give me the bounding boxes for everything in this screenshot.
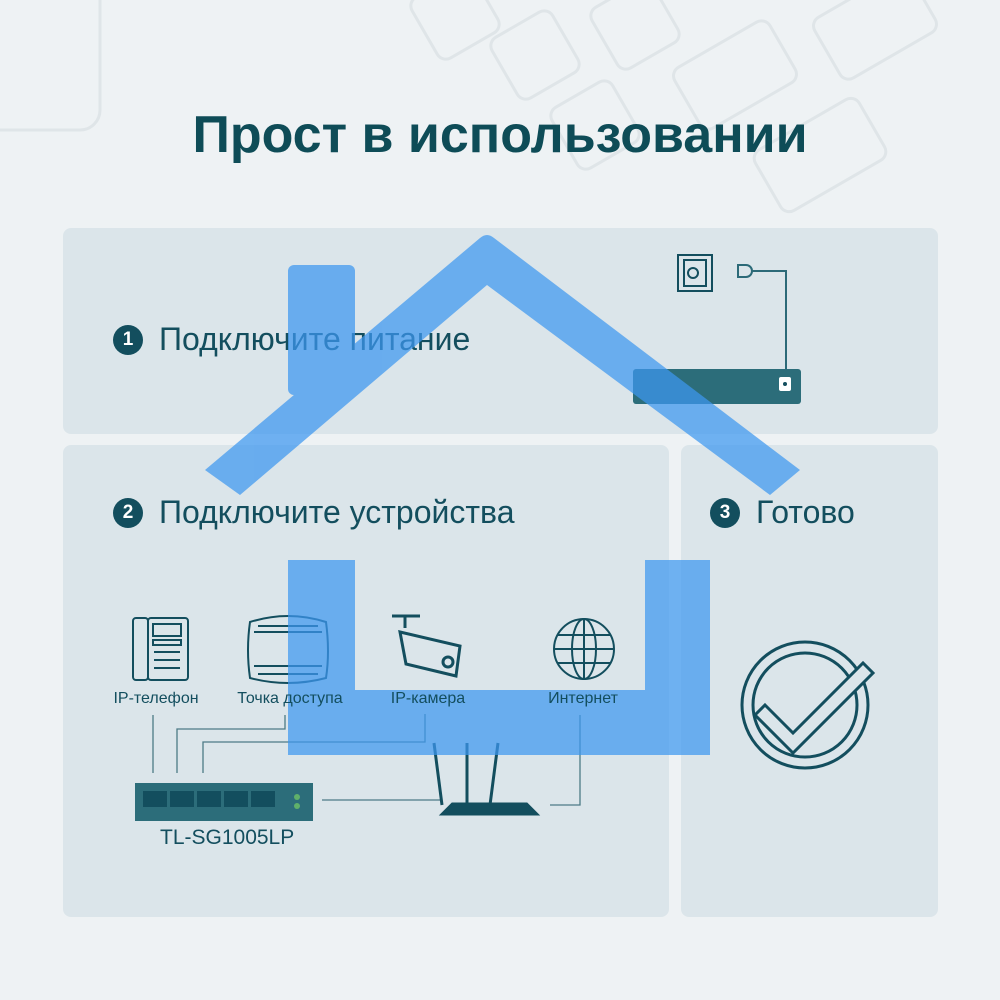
device-label-access-point: Точка доступа [237, 690, 343, 707]
step-number: 1 [113, 324, 143, 355]
step-3: 3 Готово [710, 494, 855, 531]
switch-model-label: TL-SG1005LP [160, 826, 295, 849]
access-point-icon [247, 615, 329, 684]
page-title: Прост в использовании [192, 106, 808, 164]
power-plug-icon [737, 264, 787, 371]
device-label-internet: Интернет [548, 690, 618, 707]
device-label-ip-camera: IP-камера [390, 690, 466, 707]
poe-switch-icon [135, 783, 313, 821]
router-icon [432, 742, 541, 816]
step-number: 2 [113, 497, 143, 528]
power-outlet-icon [677, 254, 713, 292]
step-label: Готово [756, 494, 855, 530]
keyboard-background [0, 0, 938, 214]
ip-camera-icon [392, 614, 462, 678]
checkmark-circle-icon [740, 640, 876, 770]
step-number: 3 [710, 497, 740, 528]
device-label-ip-phone: IP-телефон [113, 690, 199, 707]
globe-icon [553, 618, 615, 680]
ip-phone-icon [132, 617, 189, 681]
step-2: 2 Подключите устройства [113, 494, 514, 531]
step-label: Подключите устройства [159, 494, 515, 530]
switch-device-icon [633, 369, 801, 404]
